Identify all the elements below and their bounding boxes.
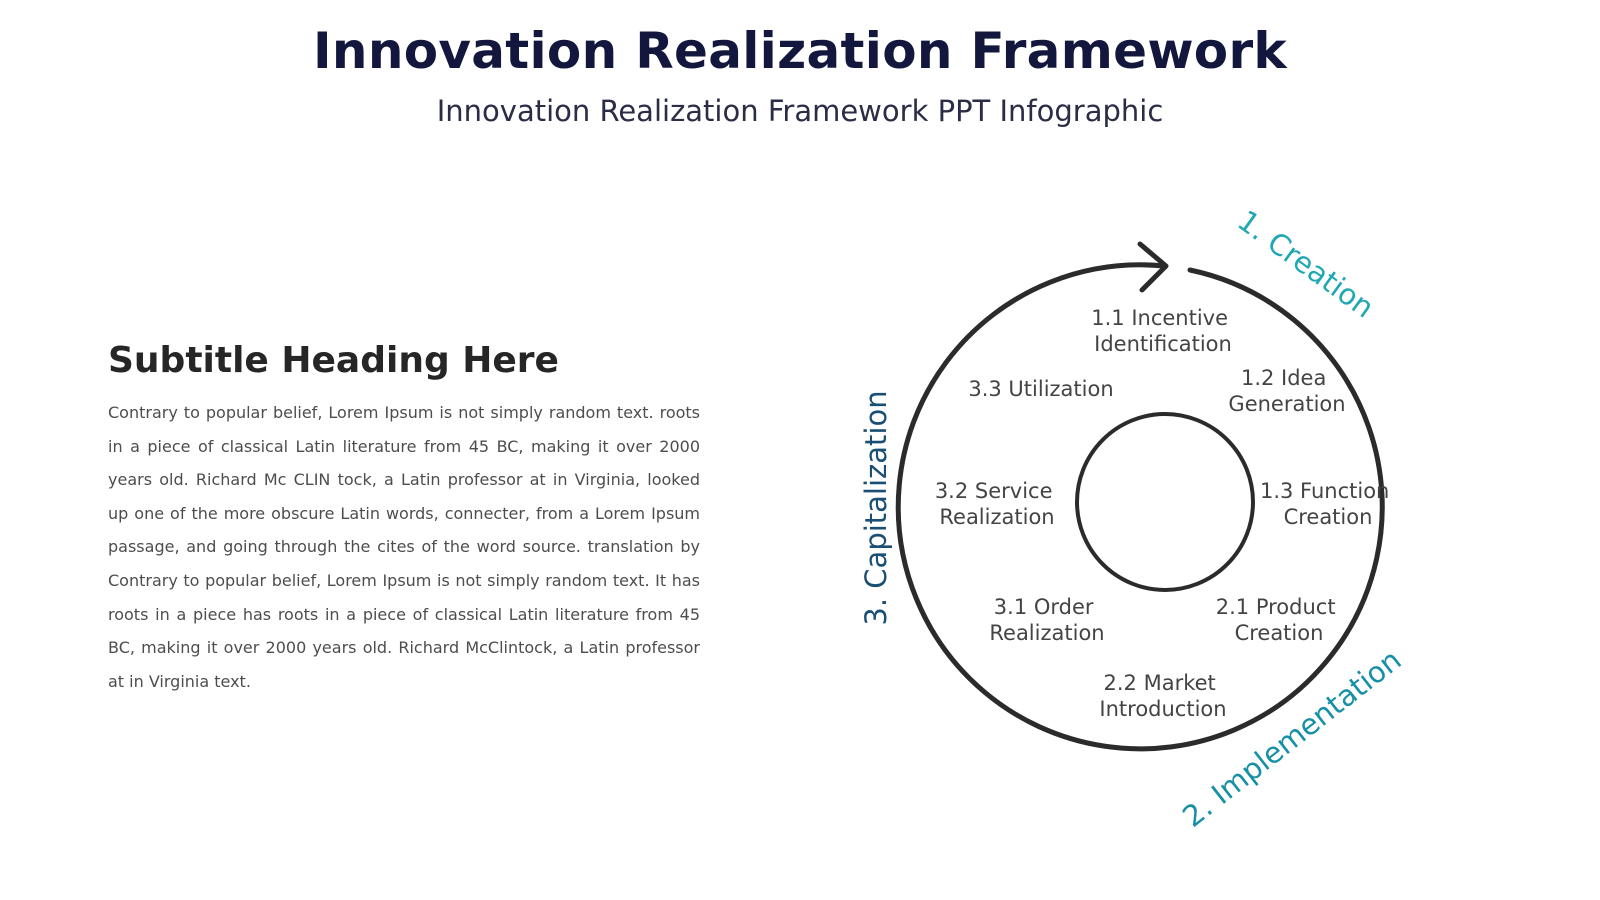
step-3-1-label: 3.1 Order Realization (989, 595, 1104, 645)
phase-creation-label: 1. Creation (1231, 203, 1380, 324)
inner-hub-circle (1075, 412, 1255, 592)
section-heading: Subtitle Heading Here (108, 340, 559, 381)
page-title: Innovation Realization Framework (313, 22, 1287, 80)
body-paragraph: Contrary to popular belief, Lorem Ipsum … (108, 403, 700, 691)
step-1-3-label: 1.3 Function Creation (1260, 479, 1396, 529)
phase-capitalization-label: 3. Capitalization (859, 390, 893, 625)
page-subtitle: Innovation Realization Framework PPT Inf… (436, 94, 1164, 128)
step-1-2-label: 1.2 Idea Generation (1228, 366, 1345, 416)
cycle-arrowhead-icon (1137, 241, 1169, 293)
step-1-1-label: 1.1 Incentive Identification (1091, 306, 1234, 356)
outer-cycle-arc (895, 262, 1385, 752)
step-2-2-label: 2.2 Market Introduction (1099, 671, 1226, 721)
step-2-1-label: 2.1 Product Creation (1216, 595, 1343, 645)
step-3-3-label: 3.3 Utilization (968, 377, 1113, 401)
step-3-2-label: 3.2 Service Realization (935, 479, 1059, 529)
